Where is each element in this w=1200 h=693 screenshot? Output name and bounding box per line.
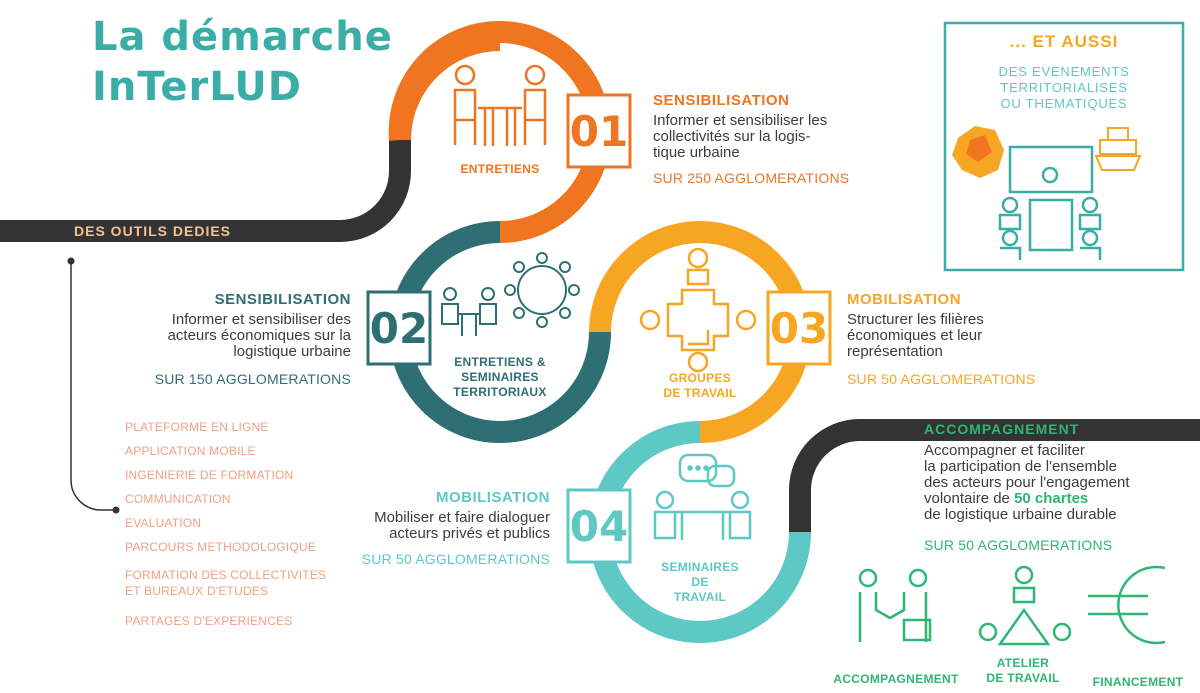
step-03-reach: SUR 50 AGGLOMERATIONS [847,371,1036,387]
accompagnement-text: Accompagner et faciliter la participatio… [924,442,1194,554]
ring-step-03 [589,221,811,443]
ring-step-04 [589,421,811,643]
step-02-text: SENSIBILISATION Informer et sensibiliser… [120,291,351,387]
step-04-text: MOBILISATION Mobiliser et faire dialogue… [320,489,550,567]
step-04-heading: MOBILISATION [435,489,550,506]
tools-connector [67,257,120,514]
step-01-description: Informer et sensibiliser les collectivit… [653,112,828,161]
step-01-heading: SENSIBILISATION [653,92,790,109]
workshop-label: ATELIER DE TRAVAIL [986,656,1060,685]
tools-list-item: PARTAGES D'EXPERIENCES [125,614,293,628]
step-03-icon-label: GROUPES DE TRAVAIL [663,371,737,400]
step-04-reach: SUR 50 AGGLOMERATIONS [361,551,550,567]
events-icon [952,126,1142,260]
step-number-04: 04 [569,502,629,551]
path-left-connector [0,140,411,242]
ring-step-02 [389,221,611,443]
step-02-reach: SUR 150 AGGLOMERATIONS [154,371,351,387]
number-box-02 [366,290,432,366]
tools-list-item: PARCOURS METHODOLOGIQUE [125,540,317,554]
number-box-01 [566,93,632,169]
step-03-description: Structurer les filières économiques et l… [847,311,984,360]
step-01-text: SENSIBILISATION Informer et sensibiliser… [653,92,883,186]
financement-label: FINANCEMENT [1092,675,1184,689]
tools-list-item: APPLICATION MOBILE [125,444,256,458]
work-group-icon [639,247,757,373]
aussi-description: DES EVENEMENTS TERRITORIALISES OU THEMAT… [998,64,1130,111]
accompagnement-band-label: ACCOMPAGNEMENT [924,421,1080,437]
seminar-icon [441,252,580,336]
step-01-reach: SUR 250 AGGLOMERATIONS [653,170,850,186]
interview-icon [453,64,547,146]
handshake-label: ACCOMPAGNEMENT [833,672,959,686]
tools-list-item: FORMATION DES COLLECTIVITES [125,568,327,582]
work-seminar-icon [653,453,752,540]
step-03-text: MOBILISATION Structurer les filières éco… [847,291,1067,387]
tools-list-item: EVALUATION [125,516,202,530]
page-title: La démarche InTerLUD [92,12,393,112]
step-02-description: Informer et sensibiliser des acteurs éco… [167,311,351,360]
tools-list-item: INGENIERIE DE FORMATION [125,468,294,482]
tools-band-label: DES OUTILS DEDIES [74,223,232,239]
step-number-03: 03 [769,304,829,353]
accompagnement-reach: SUR 50 AGGLOMERATIONS [924,537,1113,553]
path-right-connector [789,419,1200,532]
euro-icon [1088,565,1166,645]
step-02-heading: SENSIBILISATION [214,291,351,308]
step-number-02: 02 [369,304,429,353]
aussi-heading: ... ET AUSSI [1009,32,1119,51]
step-03-heading: MOBILISATION [847,291,962,308]
aussi-text: ... ET AUSSI DES EVENEMENTS TERRITORIALI… [945,32,1183,112]
step-number-01: 01 [569,107,629,156]
number-box-03 [766,290,832,366]
number-box-04 [566,488,632,564]
step-01-icon-label: ENTRETIENS [460,162,540,176]
title-line-2: InTerLUD [92,64,302,110]
ring-step-01 [388,21,611,243]
step-04-icon-label: SEMINAIRES DE TRAVAIL [661,560,739,604]
step-04-description: Mobiliser et faire dialoguer acteurs pri… [374,509,550,542]
tools-list-item: COMMUNICATION [125,492,231,506]
workshop-icon [978,565,1072,646]
step-02-icon-label: ENTRETIENS & SEMINAIRES TERRITORIAUX [453,355,547,399]
tools-list: PLATEFORME EN LIGNE APPLICATION MOBILE I… [125,420,365,628]
charter-count: 50 chartes [1014,490,1089,507]
accompagnement-description: Accompagner et faciliter la participatio… [924,442,1130,523]
title-line-1: La démarche [92,14,393,60]
handshake-icon [858,568,932,642]
tools-list-item: ET BUREAUX D'ETUDES [125,584,269,598]
tools-list-item: PLATEFORME EN LIGNE [125,420,269,434]
